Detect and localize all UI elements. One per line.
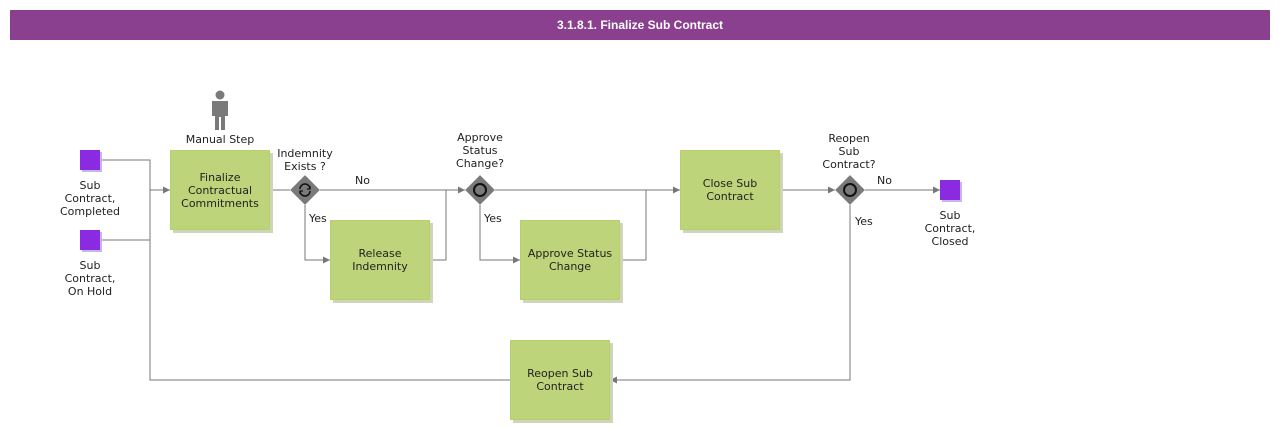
flow-label-indemnity-yes: Yes [309,212,327,225]
task-reopen-sub-contract[interactable]: Reopen Sub Contract [510,340,610,420]
connector-indemnity-yes [304,205,330,264]
connector-reopen-yes [610,205,851,384]
task-label: Approve Status Change [527,247,613,273]
flow-label-reopen-no: No [877,174,892,187]
connector-reopen-loop [149,240,510,381]
performer-label: Manual Step [185,133,255,146]
connector-start-completed [100,159,170,194]
circle-icon [843,183,857,197]
task-label: Release Indemnity [352,247,408,273]
page-title: 3.1.8.1. Finalize Sub Contract [556,18,724,32]
connector-release-merge [430,190,447,261]
flow-label-reopen-yes: Yes [855,215,873,228]
loop-icon [299,183,311,197]
gateway-indemnity-label: Indemnity Exists ? [277,147,333,173]
task-finalize-commitments[interactable]: Finalize Contractual Commitments [170,150,270,230]
end-event-closed-label: Sub Contract, Closed [924,209,976,248]
task-approve-status-change[interactable]: Approve Status Change [520,220,620,300]
flow-label-approve-yes: Yes [484,212,502,225]
connector-approve-yes [479,205,520,264]
task-label: Finalize Contractual Commitments [181,170,259,210]
start-event-completed-label: Sub Contract, Completed [60,179,120,218]
gateway-reopen-label: Reopen Sub Contract? [822,132,876,171]
end-event-closed[interactable] [940,180,960,200]
start-event-on-hold-label: Sub Contract, On Hold [64,259,116,298]
circle-icon [473,183,487,197]
flow-label-indemnity-no: No [355,174,370,187]
gateway-reopen [835,175,865,205]
start-event-completed[interactable] [80,150,100,170]
task-label: Reopen Sub Contract [527,367,593,393]
page-title-bar: 3.1.8.1. Finalize Sub Contract [10,10,1270,40]
task-close-sub-contract[interactable]: Close Sub Contract [680,150,780,230]
gateway-approve-status [465,175,495,205]
gateway-approve-status-label: Approve Status Change? [456,131,504,170]
start-event-on-hold[interactable] [80,230,100,250]
person-icon [212,90,228,130]
task-label: Close Sub Contract [702,177,758,203]
task-release-indemnity[interactable]: Release Indemnity [330,220,430,300]
connector-approve-merge [620,190,647,261]
gateway-indemnity [290,175,320,205]
